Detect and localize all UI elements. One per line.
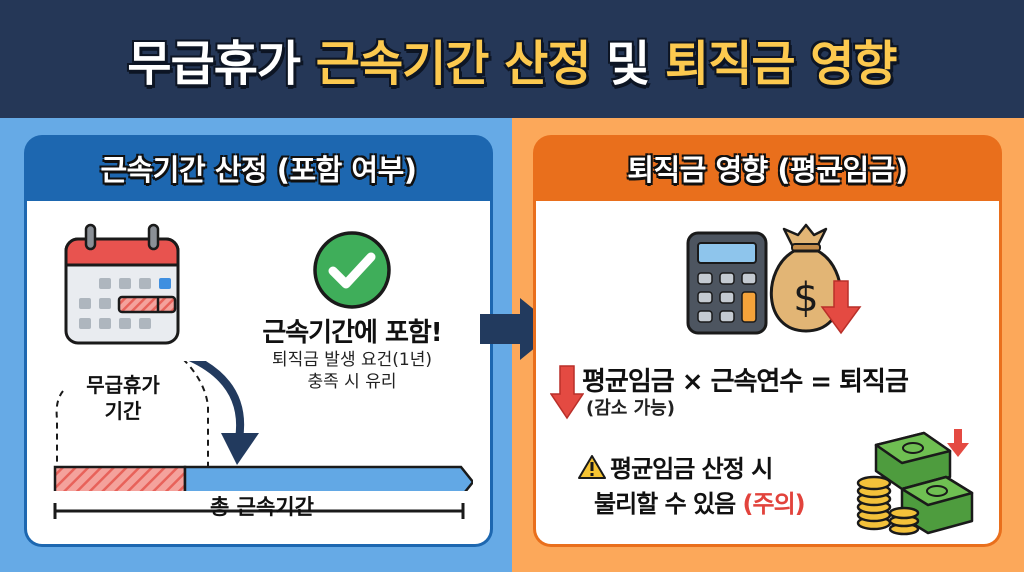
page-title: 무급휴가 근속기간 산정 및 퇴직금 영향 [127,24,898,94]
cash-stack-icon [856,429,974,536]
total-tenure-label: 총 근속기간 [210,495,314,519]
timeline-diagram [53,361,473,491]
title-part2: 및 [590,36,666,92]
total-span-bracket [53,503,465,519]
caution-label: (주의) [742,490,806,518]
included-subtitle: 퇴직금 발생 요건(1년) 충족 시 유리 [217,349,487,393]
title-part1: 무급휴가 [127,36,316,92]
title-highlight-2: 퇴직금 영향 [665,36,898,92]
severance-formula: 평균임금 × 근속연수 = 퇴직금 [582,367,909,397]
warning-line1: 평균임금 산정 시 [578,449,773,484]
curved-arrow-icon [188,361,245,440]
svg-text:$: $ [793,275,818,321]
leave-label-line2: 기간 [104,399,142,423]
warning-text-2: 불리할 수 있음 [594,490,743,518]
severance-panel: 퇴직금 영향 (평균임금) $ [533,135,1002,547]
included-sub-line2: 충족 시 유리 [307,372,397,392]
included-sub-line1: 퇴직금 발생 요건(1년) [271,350,432,370]
warning-icon [578,455,606,479]
tenure-panel: 근속기간 산정 (포함 여부) [24,135,493,547]
formula-note: (감소 가능) [586,398,675,419]
severance-panel-body: $ 평균임금 × 근속연수 = 퇴직금 (감소 가능) 평균임금 산정 시 불리… [536,201,999,544]
unpaid-leave-label: 무급휴가 기간 [63,372,183,424]
calendar-icon [64,223,180,345]
title-bar: 무급휴가 근속기간 산정 및 퇴직금 영향 [0,0,1024,118]
warning-text-1: 평균임금 산정 시 [610,455,773,483]
title-highlight-1: 근속기간 산정 [315,36,592,92]
down-arrow-icon [820,280,862,335]
money-bag-icon: $ [770,223,842,333]
leave-label-line1: 무급휴가 [86,373,160,397]
tenure-panel-header: 근속기간 산정 (포함 여부) [100,153,417,187]
check-circle-icon [313,231,391,309]
down-arrow-icon [947,429,969,457]
severance-panel-header: 퇴직금 영향 (평균임금) [627,153,908,187]
down-arrow-icon [550,365,584,420]
tenure-panel-body: 무급휴가 기간 근속기간에 포함! 퇴직금 발생 요건(1년) 충족 시 유리 … [27,201,490,544]
calculator-icon [686,231,768,335]
calculator-money-bag-icon: $ [686,223,862,335]
included-title: 근속기간에 포함! [262,318,442,348]
warning-line2: 불리할 수 있음 (주의) [594,484,806,519]
